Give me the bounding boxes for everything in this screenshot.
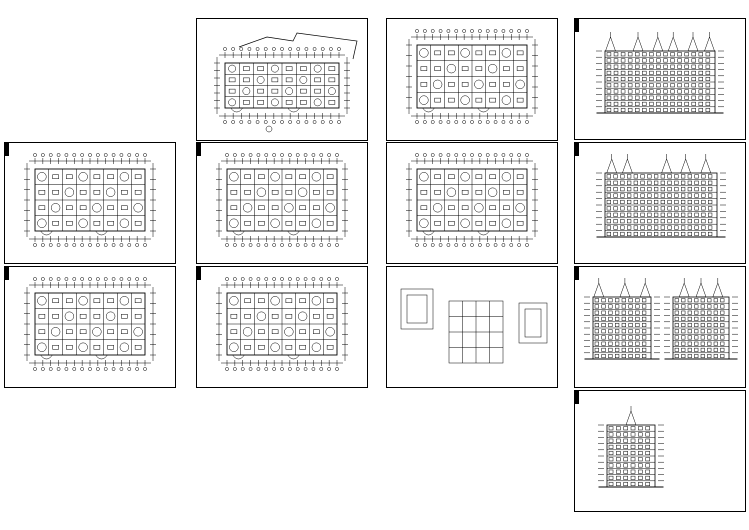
sheet-tab [574, 18, 579, 32]
drawing-sheet-plan-5[interactable] [386, 18, 558, 141]
detail-drawings [400, 288, 548, 364]
floor-plan [216, 153, 348, 247]
drawing-sheet-details[interactable] [386, 266, 558, 388]
drawing-lines [214, 32, 358, 133]
sheet-tab [574, 266, 579, 280]
sheet-tab [574, 390, 579, 404]
sheet-tab [196, 142, 201, 156]
drawing-sheet-plan-4[interactable] [196, 266, 368, 388]
sheet-tab [4, 266, 9, 280]
drawing-lines [596, 154, 726, 238]
drawing-sheet-plan-1[interactable] [4, 142, 176, 264]
elevation-view [664, 278, 738, 360]
elevation-view [598, 406, 664, 488]
drawing-sheet-plan-3[interactable] [196, 142, 368, 264]
sheet-tab [4, 142, 9, 156]
drawing-sheet-plan-2[interactable] [4, 266, 176, 388]
drawing-lines [216, 153, 348, 247]
site-boundary [238, 32, 358, 60]
drawing-sheet-elevation-front[interactable] [574, 18, 746, 140]
floor-plan [216, 277, 348, 371]
elevation-view [596, 32, 724, 114]
floor-plan [406, 153, 538, 247]
drawing-sheet-elevation-rear[interactable] [574, 142, 746, 264]
drawing-sheet-site-plan[interactable] [196, 18, 368, 141]
drawing-lines [24, 277, 156, 371]
drawing-sheet-elevation-sides[interactable] [574, 266, 746, 388]
floor-plan [214, 47, 350, 124]
drawing-lines [406, 153, 538, 247]
drawing-lines [406, 29, 538, 124]
elevation-view [584, 278, 660, 360]
drawing-sheet-plan-6[interactable] [386, 142, 558, 264]
floor-plan [24, 153, 156, 247]
drawing-lines [596, 32, 724, 114]
drawing-lines [584, 278, 738, 360]
floor-plan [406, 29, 538, 124]
sheet-tab [196, 266, 201, 280]
drawing-lines [216, 277, 348, 371]
drawing-sheet-section[interactable] [574, 390, 746, 512]
drawing-lines [24, 153, 156, 247]
drawing-lines [400, 288, 548, 364]
floor-plan [24, 277, 156, 371]
sheet-tab [574, 142, 579, 156]
drawing-lines [598, 406, 664, 488]
elevation-view [596, 154, 726, 238]
